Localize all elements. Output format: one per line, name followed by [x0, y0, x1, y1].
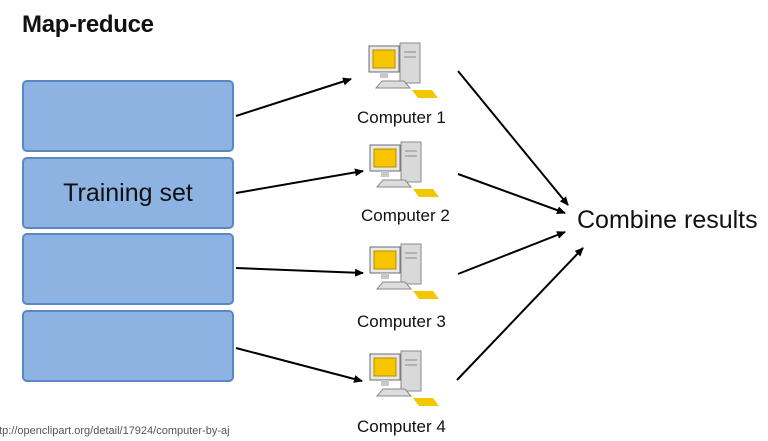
data-block-1	[22, 80, 234, 152]
computer-label: Computer 2	[361, 206, 450, 225]
arrow-block1-to-computer1	[235, 77, 352, 117]
computer-icon	[369, 348, 441, 410]
computer-label: Computer 1	[357, 108, 446, 127]
arrow-block3-to-computer3	[235, 267, 364, 277]
computer-label: Computer 4	[357, 417, 446, 436]
arrow-block4-to-computer4	[235, 347, 363, 383]
data-block-3	[22, 233, 234, 305]
arrow-computer3-to-combine	[457, 231, 566, 275]
source-url-text: ttp://openclipart.org/detail/17924/compu…	[0, 425, 230, 437]
arrow-computer4-to-combine	[456, 247, 584, 381]
computer-label: Computer 3	[357, 312, 446, 331]
combine-results-label: Combine results	[577, 206, 758, 234]
computer-icon	[369, 139, 441, 201]
arrow-block2-to-computer2	[235, 168, 364, 194]
data-block-4	[22, 310, 234, 382]
arrow-computer1-to-combine	[457, 70, 569, 206]
data-block-2: Training set	[22, 157, 234, 229]
training-set-label: Training set	[63, 178, 193, 207]
slide-title: Map-reduce	[22, 11, 154, 38]
computer-icon	[368, 40, 440, 102]
computer-icon	[369, 241, 441, 303]
arrow-computer2-to-combine	[457, 173, 566, 215]
